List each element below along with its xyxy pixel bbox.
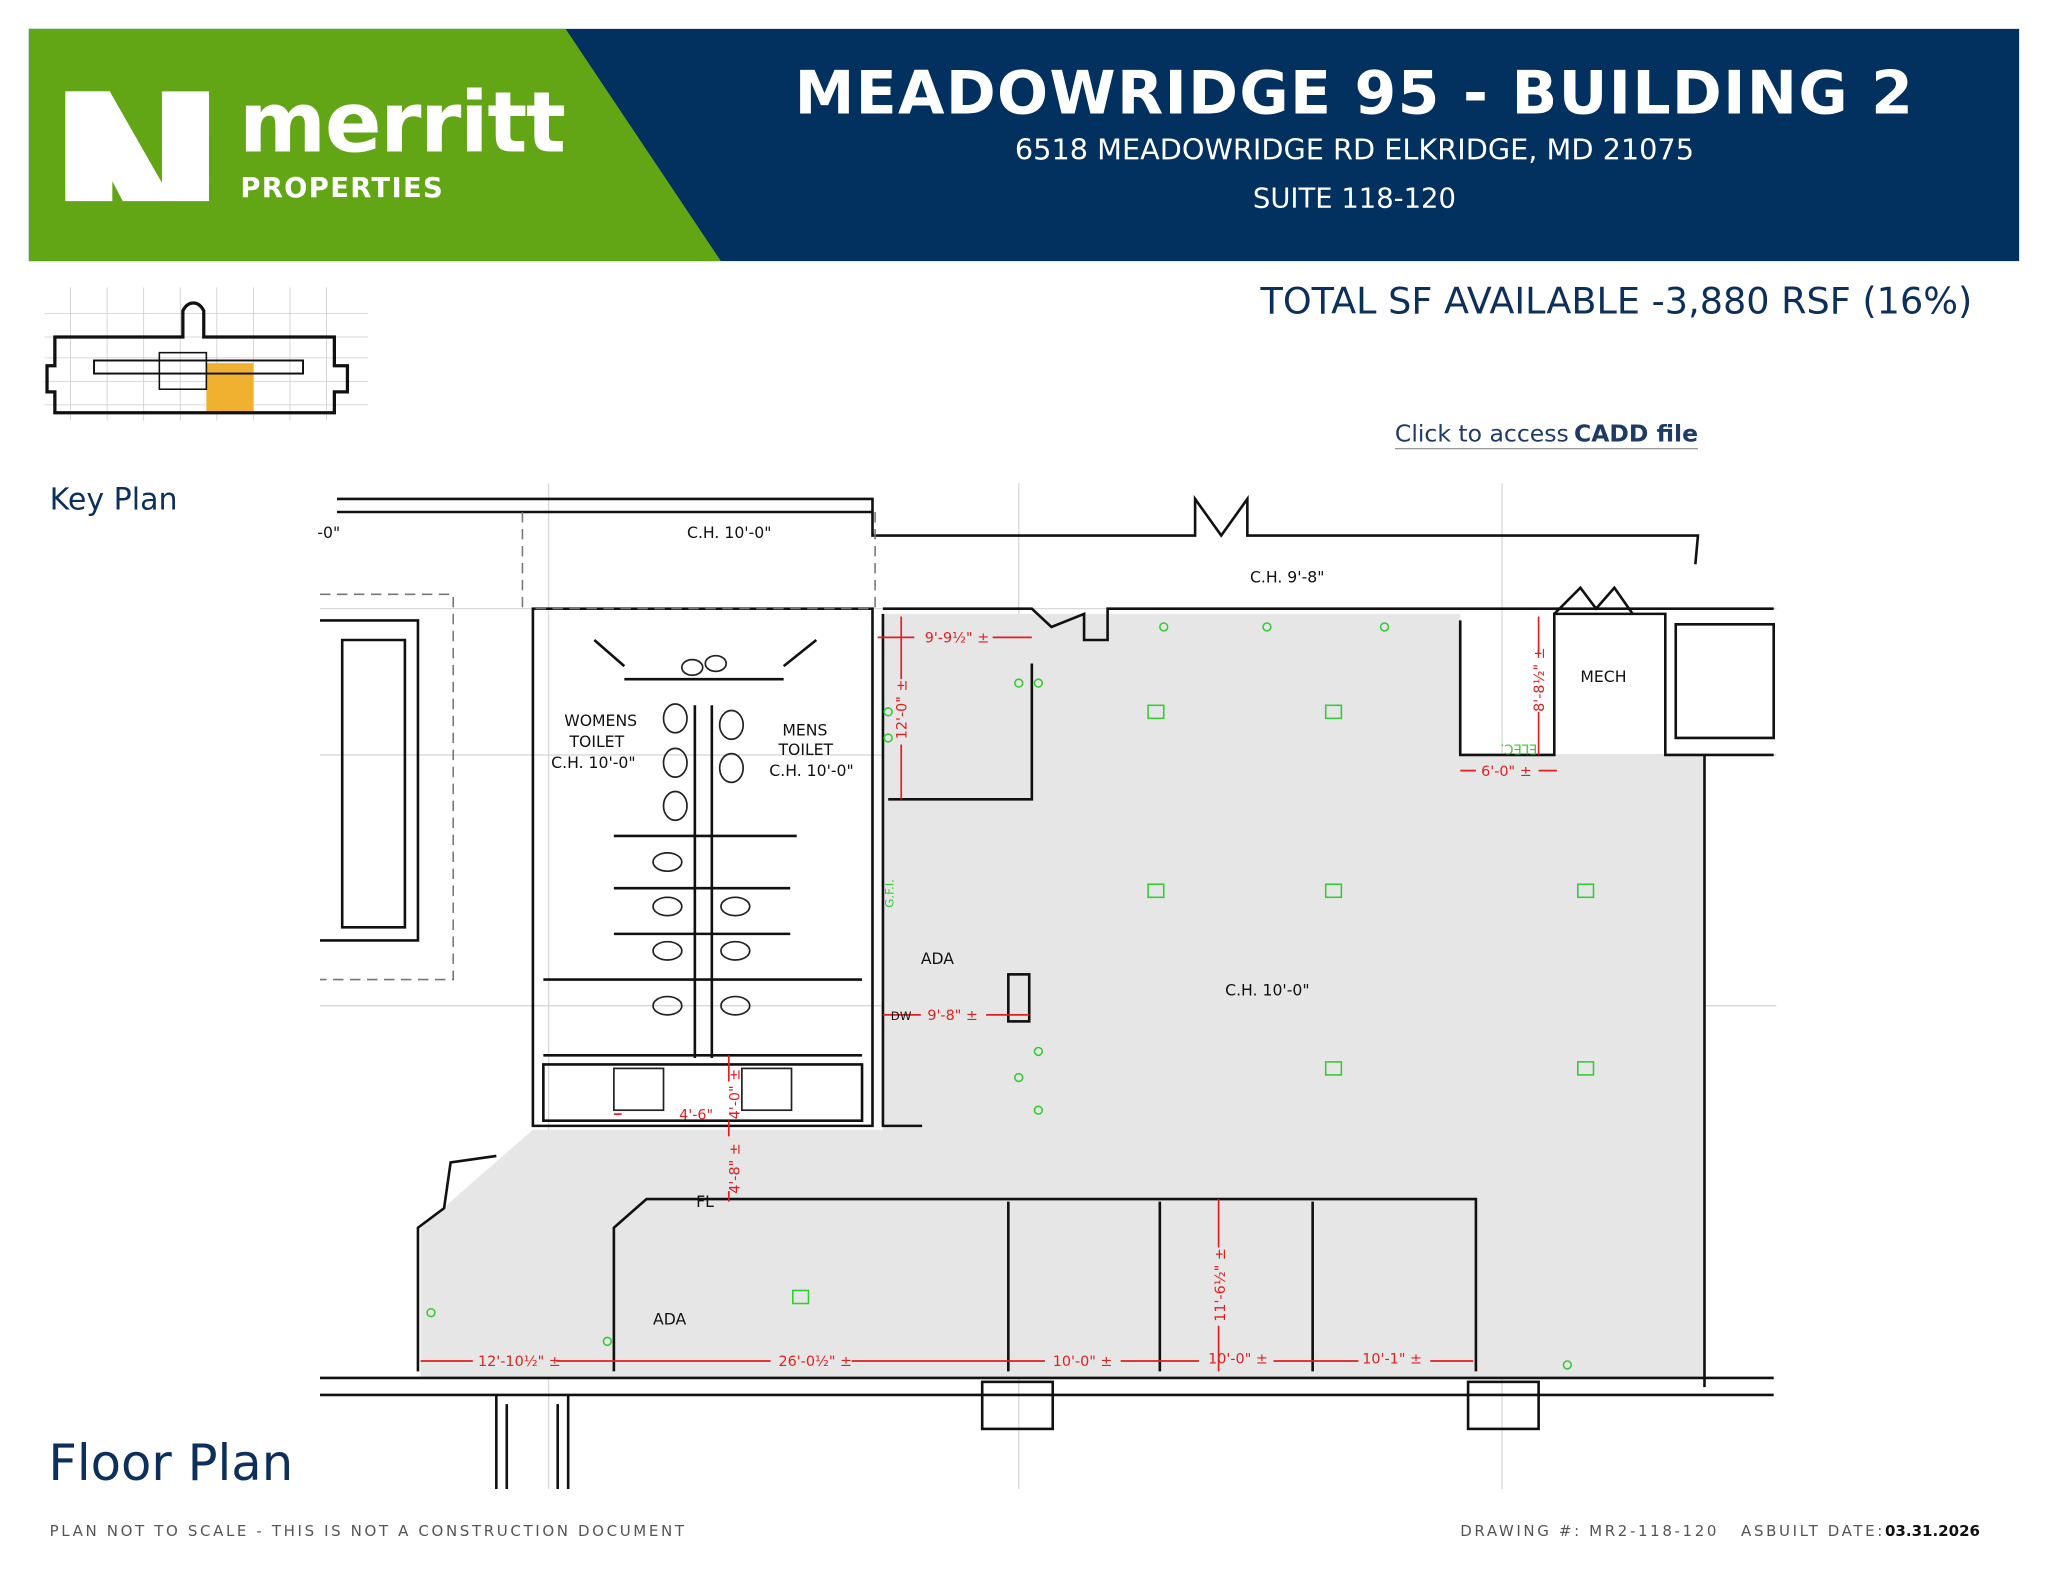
suite-number: SUITE 118-120 xyxy=(1252,182,1456,215)
label-ch-top-left: -0" xyxy=(317,523,340,542)
label-fl: FL xyxy=(696,1192,714,1211)
dim-4-8: 4'-8" ± xyxy=(727,1143,743,1194)
label-womens: WOMENS xyxy=(564,711,637,730)
key-plan-suite-highlight xyxy=(206,363,254,413)
asbuilt-date: ASBUILT DATE:03.31.2026 xyxy=(1741,1522,1980,1540)
building-title: MEADOWRIDGE 95 - BUILDING 2 xyxy=(794,57,1915,128)
banner-green-panel xyxy=(28,28,721,262)
fixtures xyxy=(613,654,793,1112)
disclaimer: PLAN NOT TO SCALE - THIS IS NOT A CONSTR… xyxy=(49,1521,687,1540)
dim-6-0: 6'-0" ± xyxy=(1481,764,1532,780)
dashed-lines xyxy=(319,511,876,981)
suite-area-fill xyxy=(420,613,1705,1378)
drawing-number-value: MR2-118-120 xyxy=(1589,1521,1720,1540)
label-womens-ch: C.H. 10'-0" xyxy=(551,753,635,772)
label-ada-2: ADA xyxy=(653,1309,686,1328)
dim-9-9: 9'-9½" ± xyxy=(925,631,990,647)
logo-subtitle: PROPERTIES xyxy=(240,172,445,204)
dim-4-6: 4'-6" xyxy=(679,1107,713,1123)
label-dw: DW xyxy=(891,1009,912,1023)
label-vestibule-ch: C.H. 10'-0" xyxy=(687,523,771,542)
logo-wordmark: merritt xyxy=(239,75,566,173)
dim-8-8: 8'-8½" ± xyxy=(1532,647,1548,712)
label-main-ch: C.H. 10'-0" xyxy=(1225,980,1309,999)
label-mens: MENS xyxy=(782,720,827,739)
dim-12-10: 12'-10½" ± xyxy=(478,1354,561,1370)
drawing-number-label: DRAWING #: xyxy=(1460,1521,1582,1540)
dim-10-0-b: 10'-0" ± xyxy=(1208,1352,1268,1368)
cadd-link-bold: CADD file xyxy=(1573,420,1699,448)
floor-plan-label: Floor Plan xyxy=(48,1434,294,1492)
key-plan-thumbnail xyxy=(44,287,369,421)
asbuilt-date-label: ASBUILT DATE: xyxy=(1741,1521,1885,1540)
key-plan-label: Key Plan xyxy=(49,483,178,518)
label-mens-toilet: TOILET xyxy=(777,740,833,759)
dim-9-8: 9'-8" ± xyxy=(927,1008,978,1024)
merritt-logo-mark xyxy=(65,91,209,202)
dim-26-0: 26'-0½" ± xyxy=(778,1354,852,1370)
label-mech: MECH xyxy=(1580,667,1626,686)
dim-12-0: 12'-0" ± xyxy=(894,680,910,740)
total-sf-available: TOTAL SF AVAILABLE -3,880 RSF (16%) xyxy=(1260,279,1973,323)
label-womens-toilet: TOILET xyxy=(568,732,624,751)
label-ada-1: ADA xyxy=(921,949,954,968)
label-gfi: G.F.I. xyxy=(882,879,896,908)
dim-4-0: 4'-0" ± xyxy=(727,1069,743,1120)
dim-11-6: 11'-6½" ± xyxy=(1213,1248,1229,1322)
cadd-link-prefix: Click to access xyxy=(1394,420,1569,448)
asbuilt-date-value: 03.31.2026 xyxy=(1884,1521,1980,1540)
drawing-number: DRAWING #: MR2-118-120 xyxy=(1460,1522,1719,1540)
walls xyxy=(319,494,1776,1489)
label-elec: ELEC. xyxy=(1500,740,1537,755)
header-banner xyxy=(28,28,2020,262)
electrical-devices xyxy=(426,622,1595,1370)
dim-10-0-a: 10'-0" ± xyxy=(1053,1354,1113,1370)
dim-10-1: 10'-1" ± xyxy=(1362,1352,1422,1368)
building-address: 6518 MEADOWRIDGE RD ELKRIDGE, MD 21075 xyxy=(1014,134,1694,168)
dimension-lines xyxy=(420,616,1557,1372)
label-mens-ch: C.H. 10'-0" xyxy=(769,761,853,780)
label-corridor-ch: C.H. 9'-8" xyxy=(1250,568,1324,587)
